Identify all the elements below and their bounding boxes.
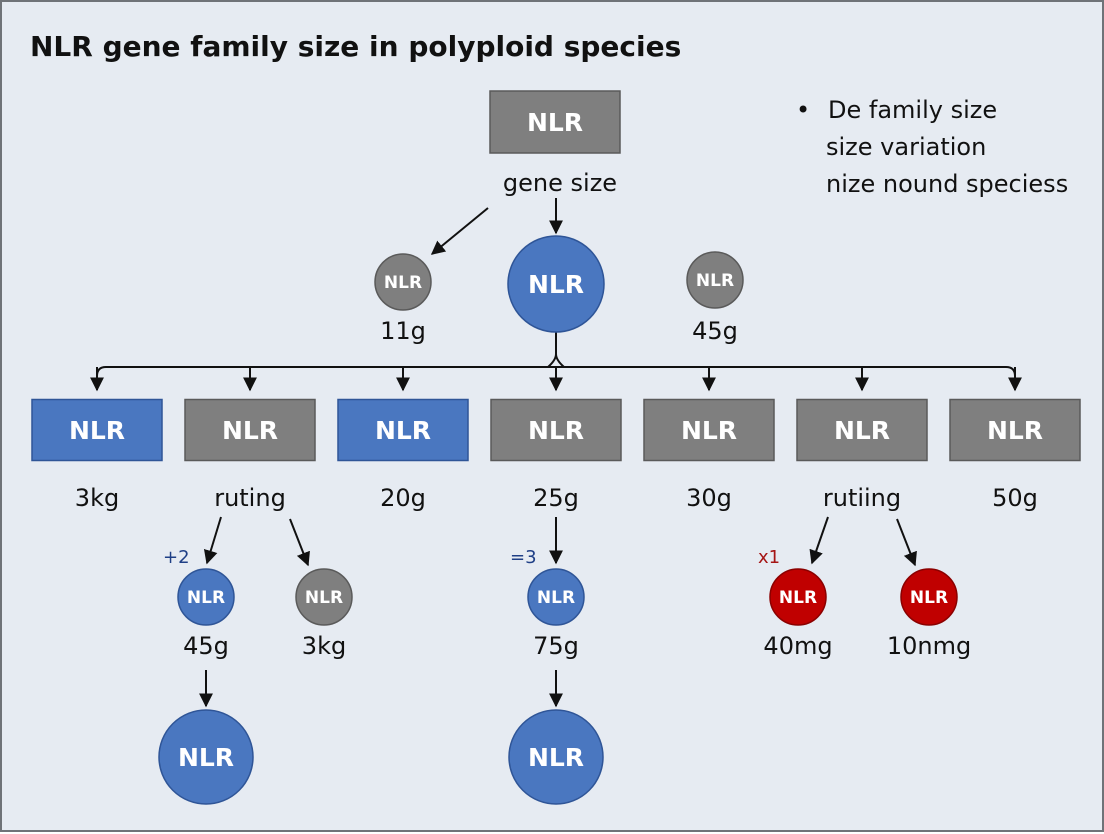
- node-row-5-shape: [796, 398, 928, 462]
- edge-row1-to-sub1b: [289, 518, 310, 567]
- notes-line: size variation: [826, 133, 987, 161]
- tag-sub3a: =3: [510, 547, 537, 568]
- node-sub5a-text: NLR: [779, 588, 817, 608]
- node-big3: NLR: [508, 709, 604, 805]
- node-sub1a: NLR: [177, 568, 235, 626]
- notes-line: De family size: [828, 96, 998, 124]
- node-center: NLR: [507, 235, 605, 333]
- node-sub1b-text: NLR: [305, 588, 343, 608]
- node-row-3-text: NLR: [528, 416, 584, 445]
- size-label-row-5: rutiing: [822, 484, 902, 512]
- node-right-small-shape: [686, 251, 744, 309]
- size-label-row-1: ruting: [214, 484, 286, 512]
- node-row-6-shape: [949, 398, 1081, 462]
- node-sub5a-shape: [769, 568, 827, 626]
- node-row-0-text: NLR: [69, 416, 125, 445]
- node-sub1a-shape: [177, 568, 235, 626]
- node-center-shape: [507, 235, 605, 333]
- diagram-title: NLR gene family size in polyploid specie…: [30, 30, 682, 63]
- node-row-5-text: NLR: [834, 416, 890, 445]
- node-row-2-text: NLR: [375, 416, 431, 445]
- node-sub5b-text: NLR: [910, 588, 948, 608]
- nodes: NLR NLR NLR NLR NLR NLR NLR NLR NLR NLR NLR NLR NLR N…: [31, 90, 1081, 805]
- edge-gene-to-left-small: [430, 207, 489, 255]
- size-label-row-6: 50g: [992, 484, 1038, 512]
- node-row-6-text: NLR: [987, 416, 1043, 445]
- node-top-shape: [489, 90, 621, 154]
- size-label-sub1a: 45g: [183, 632, 229, 660]
- notes-line: nize nound speciess: [826, 170, 1069, 198]
- size-label-row-2: 20g: [380, 484, 426, 512]
- node-sub5a: NLR: [769, 568, 827, 626]
- notes-list: • De family size size variation nize nou…: [794, 92, 1068, 203]
- node-sub3a: NLR: [527, 568, 585, 626]
- node-sub5b-shape: [900, 568, 958, 626]
- node-right-small: NLR: [686, 251, 744, 309]
- node-sub3a-shape: [527, 568, 585, 626]
- node-big3-text: NLR: [528, 743, 584, 772]
- node-right-small-text: NLR: [696, 271, 734, 291]
- node-row-4-text: NLR: [681, 416, 737, 445]
- node-sub1b: NLR: [295, 568, 353, 626]
- notes-item: size variation: [794, 129, 1068, 166]
- node-row-0-shape: [31, 398, 163, 462]
- size-label-sub5b: 10nmg: [886, 632, 972, 660]
- node-sub5b: NLR: [900, 568, 958, 626]
- gene-size-label: gene size: [502, 169, 618, 197]
- node-row-1-text: NLR: [222, 416, 278, 445]
- notes-item: • De family size: [794, 92, 1068, 129]
- edge-bus-join: [547, 353, 565, 368]
- node-left-small-shape: [374, 253, 432, 311]
- node-left-small: NLR: [374, 253, 432, 311]
- node-row-1: NLR: [184, 398, 316, 462]
- node-row-3-shape: [490, 398, 622, 462]
- node-row-0: NLR: [31, 398, 163, 462]
- node-big3-shape: [508, 709, 604, 805]
- bullet-icon: •: [796, 96, 811, 124]
- node-row-4: NLR: [643, 398, 775, 462]
- tag-sub1a: +2: [163, 547, 190, 568]
- node-sub3a-text: NLR: [537, 588, 575, 608]
- size-label-sub1b: 3kg: [301, 632, 347, 660]
- size-label-row-0: 3kg: [74, 484, 120, 512]
- size-label-row-3: 25g: [533, 484, 579, 512]
- node-top: NLR: [489, 90, 621, 154]
- node-row-4-shape: [643, 398, 775, 462]
- size-label-sub5a: 40mg: [763, 632, 833, 660]
- node-center-text: NLR: [528, 270, 584, 299]
- node-row-5: NLR: [796, 398, 928, 462]
- edge-row1-to-sub1a: [203, 516, 222, 565]
- size-label-row-4: 30g: [686, 484, 732, 512]
- notes-item: nize nound speciess: [794, 166, 1068, 203]
- node-row-2-shape: [337, 398, 469, 462]
- node-sub1b-shape: [295, 568, 353, 626]
- tag-sub5a: x1: [758, 547, 781, 568]
- node-row-1-shape: [184, 398, 316, 462]
- size-label-left-small: 11g: [380, 317, 426, 345]
- size-label-sub3a: 75g: [533, 632, 579, 660]
- node-sub1a-text: NLR: [187, 588, 225, 608]
- edges: [90, 198, 1022, 708]
- node-big1: NLR: [158, 709, 254, 805]
- node-row-3: NLR: [490, 398, 622, 462]
- node-row-2: NLR: [337, 398, 469, 462]
- node-left-small-text: NLR: [384, 273, 422, 293]
- size-label-right-small: 45g: [692, 317, 738, 345]
- edge-row5-to-sub5b: [896, 518, 917, 567]
- node-row-6: NLR: [949, 398, 1081, 462]
- node-big1-shape: [158, 709, 254, 805]
- node-big1-text: NLR: [178, 743, 234, 772]
- node-top-text: NLR: [527, 108, 583, 137]
- edge-row5-to-sub5a: [809, 516, 829, 565]
